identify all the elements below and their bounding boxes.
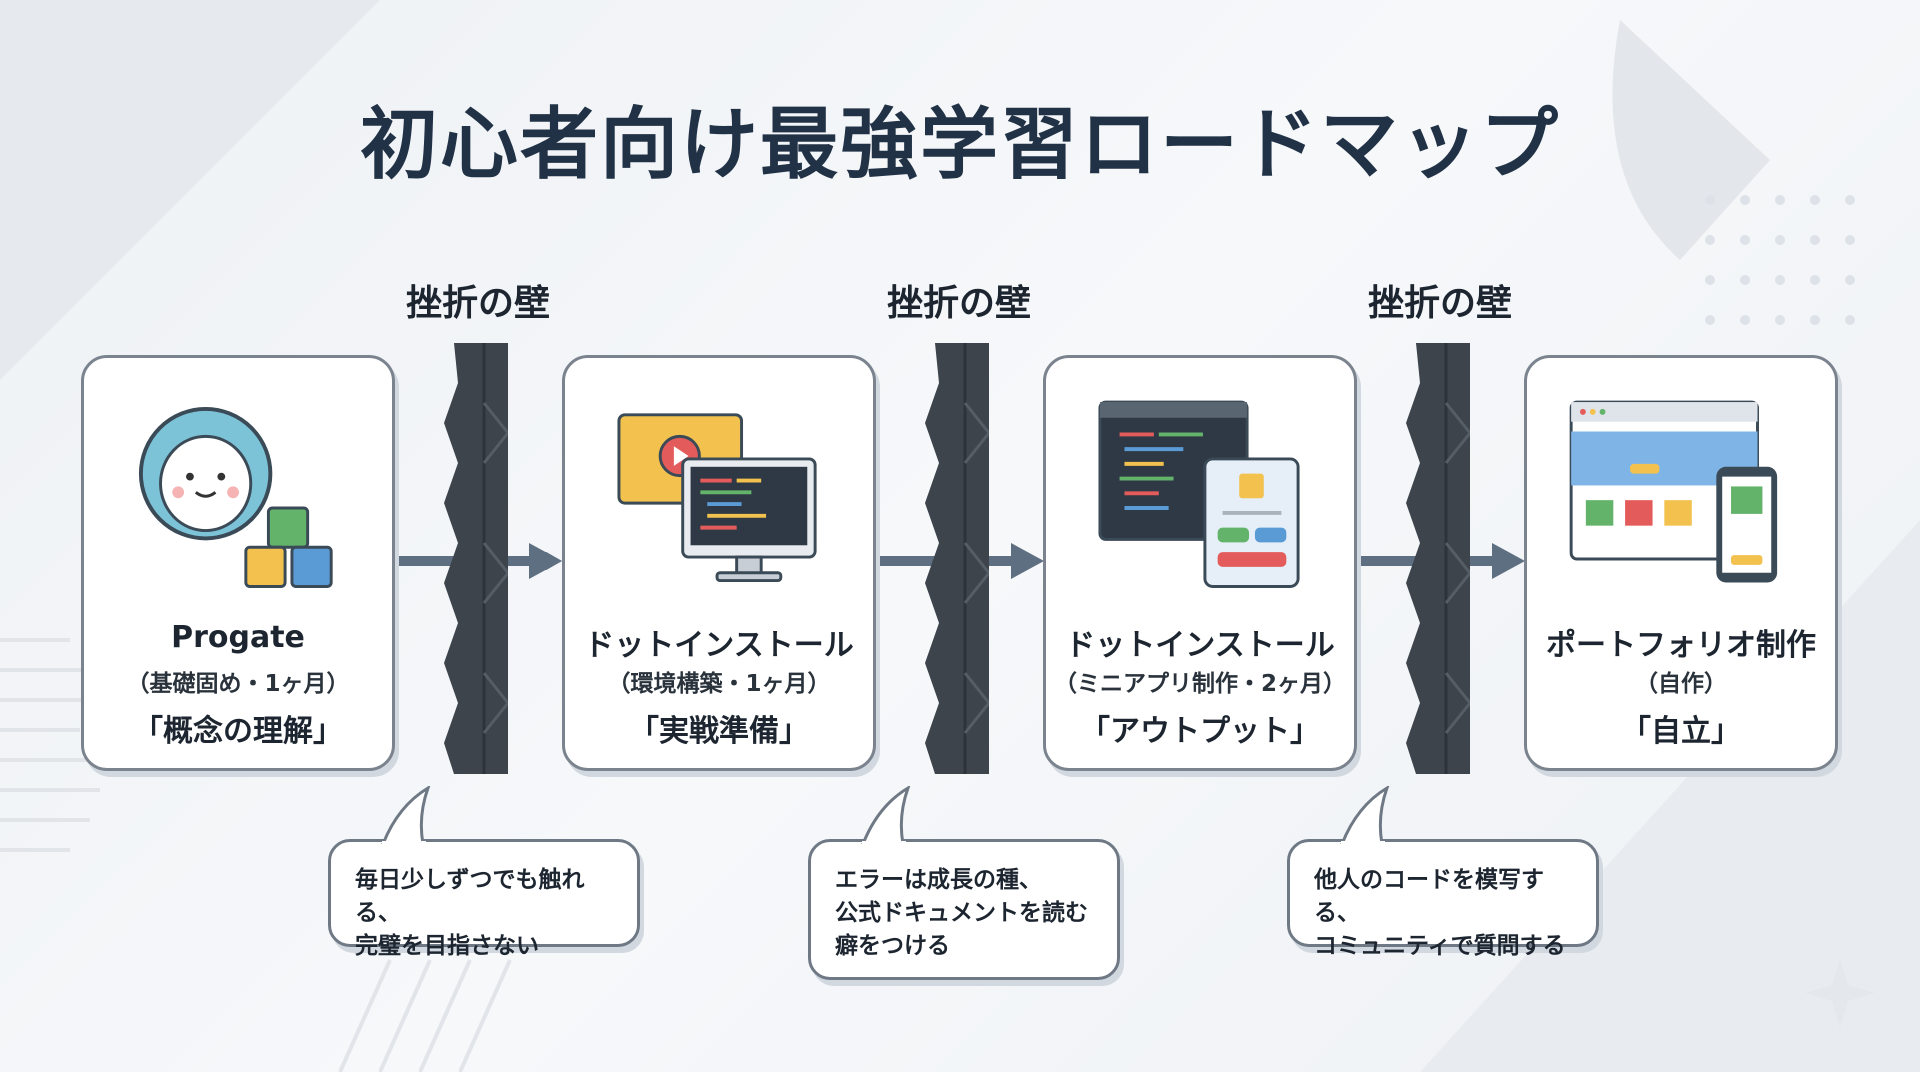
step-name: Progate	[171, 620, 305, 655]
wall-label-2: 挫折の壁	[886, 283, 1031, 324]
tip-line: エラーは成長の種、	[835, 867, 1042, 893]
step-card-2: ドットインストール （環境構築・1ヶ月） 「実戦準備」	[562, 355, 876, 771]
step-card-1: Progate （基礎固め・1ヶ月） 「概念の理解」	[81, 355, 395, 771]
website-mobile-icon	[1569, 400, 1778, 583]
tip-bubble-2: エラーは成長の種、 公式ドキュメントを読む 癖をつける	[808, 839, 1120, 980]
step-card-3: ドットインストール （ミニアプリ制作・2ヶ月） 「アウトプット」	[1043, 355, 1357, 771]
tip-bubble-3: 他人のコードを模写する、 コミュニティで質問する	[1287, 839, 1599, 959]
step-detail: （基礎固め・1ヶ月）	[126, 671, 350, 697]
wall-2-icon	[925, 343, 989, 774]
tip-line: 公式ドキュメントを読む	[835, 900, 1088, 926]
tip-line: 完璧を目指さない	[355, 933, 539, 959]
arrow-1b	[529, 543, 562, 579]
tip-line: 他人のコードを模写する、	[1314, 867, 1544, 926]
tip-line: 癖をつける	[835, 933, 950, 959]
step-card-4: ポートフォリオ制作 （自作） 「自立」	[1524, 355, 1838, 771]
step-detail: （ミニアプリ制作・2ヶ月）	[1053, 671, 1346, 697]
step-goal: 「概念の理解」	[133, 714, 343, 749]
wall-label-3: 挫折の壁	[1367, 283, 1512, 324]
wall-label-1: 挫折の壁	[405, 283, 550, 324]
step-goal: 「実戦準備」	[629, 714, 809, 749]
step-name: ドットインストール	[1065, 628, 1335, 663]
step-detail: （環境構築・1ヶ月）	[607, 671, 831, 697]
bubble-tail-2	[861, 786, 911, 844]
code-app-icon	[1098, 400, 1300, 588]
bubble-tail-3	[1340, 786, 1390, 844]
wall-1-icon	[444, 343, 508, 774]
tip-line: 毎日少しずつでも触れる、	[355, 867, 585, 926]
wall-3-icon	[1406, 343, 1470, 774]
tip-bubble-1: 毎日少しずつでも触れる、 完璧を目指さない	[328, 839, 640, 959]
step-goal: 「自立」	[1621, 714, 1741, 749]
video-monitor-icon	[617, 413, 817, 583]
page-title: 初心者向け最強学習ロードマップ	[359, 100, 1560, 190]
step-goal: 「アウトプット」	[1080, 714, 1320, 749]
bubble-tail-1	[381, 786, 431, 844]
mascot-blocks-icon	[138, 406, 333, 588]
step-name: ポートフォリオ制作	[1546, 628, 1816, 663]
step-detail: （自作）	[1635, 671, 1727, 697]
tip-line: コミュニティで質問する	[1314, 933, 1566, 959]
step-name: ドットインストール	[584, 628, 854, 663]
